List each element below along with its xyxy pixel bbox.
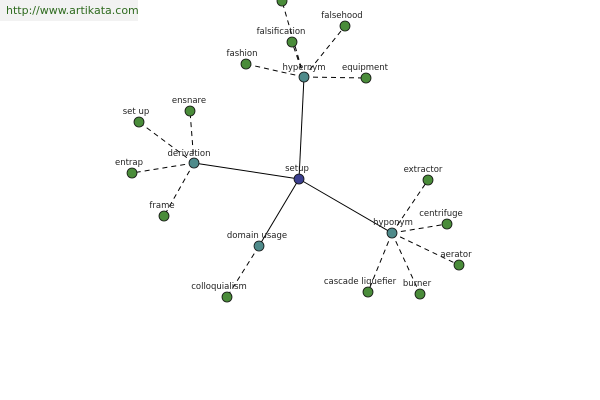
edge-domain-usage-colloquialism xyxy=(226,245,260,298)
node-hyponym[interactable] xyxy=(386,227,398,239)
edge-hyponym-extractor xyxy=(391,179,429,234)
edge-hyponym-burner xyxy=(391,232,421,295)
node-burner[interactable] xyxy=(414,288,426,300)
node-derivation[interactable] xyxy=(188,157,200,169)
edge-setup-domain-usage xyxy=(258,178,300,247)
edge-derivation-frame xyxy=(163,162,195,217)
label-derivation: derivation xyxy=(167,149,210,159)
label-entrap: entrap xyxy=(115,158,143,168)
edge-derivation-set-up xyxy=(138,121,195,164)
edge-hypernym-fashion xyxy=(245,63,305,78)
label-hypernym: hypernym xyxy=(282,63,325,73)
label-cascade-liquefier: cascade liquefier xyxy=(324,277,397,287)
edge-hyponym-cascade-liquefier xyxy=(367,232,393,293)
node-ensnare[interactable] xyxy=(184,105,196,117)
node-cascade-liquefier[interactable] xyxy=(362,286,374,298)
node-domain-usage[interactable] xyxy=(253,240,265,252)
node-frame[interactable] xyxy=(158,210,170,222)
edge-derivation-entrap xyxy=(131,162,195,174)
label-ensnare: ensnare xyxy=(172,96,206,106)
node-setup[interactable] xyxy=(293,173,305,185)
label-fashion: fashion xyxy=(227,49,258,59)
node-falsification[interactable] xyxy=(286,36,298,48)
edge-hypernym-falsification xyxy=(291,41,305,78)
node-extractor[interactable] xyxy=(422,174,434,186)
node-leaf-top-partial[interactable] xyxy=(276,0,288,7)
label-setup: setup xyxy=(285,164,309,174)
edge-hyponym-centrifuge xyxy=(391,223,448,234)
label-set-up: set up xyxy=(123,107,149,117)
node-hypernym[interactable] xyxy=(298,71,310,83)
label-centrifuge: centrifuge xyxy=(419,209,462,219)
label-domain-usage: domain usage xyxy=(227,231,287,241)
node-falsehood[interactable] xyxy=(339,20,351,32)
edge-setup-hypernym xyxy=(298,76,305,180)
edge-setup-hyponym xyxy=(298,178,393,234)
node-aerator[interactable] xyxy=(453,259,465,271)
node-centrifuge[interactable] xyxy=(441,218,453,230)
label-equipment: equipment xyxy=(342,63,389,73)
node-entrap[interactable] xyxy=(126,167,138,179)
node-equipment[interactable] xyxy=(360,72,372,84)
edge-hypernym-falsehood xyxy=(303,25,346,78)
label-aerator: aerator xyxy=(440,250,472,260)
label-frame: frame xyxy=(149,201,174,211)
label-burner: burner xyxy=(403,279,432,289)
label-extractor: extractor xyxy=(404,165,443,175)
node-set-up[interactable] xyxy=(133,116,145,128)
edge-hyponym-aerator xyxy=(391,232,460,266)
label-falsification: falsification xyxy=(257,27,306,37)
node-fashion[interactable] xyxy=(240,58,252,70)
edge-setup-derivation xyxy=(193,162,300,180)
node-colloquialism[interactable] xyxy=(221,291,233,303)
label-falsehood: falsehood xyxy=(321,11,362,21)
label-hyponym: hyponym xyxy=(373,218,413,228)
label-colloquialism: colloquialism xyxy=(191,282,247,292)
watermark-url: http://www.artikata.com xyxy=(0,0,139,21)
edge-hypernym-equipment xyxy=(303,76,367,79)
